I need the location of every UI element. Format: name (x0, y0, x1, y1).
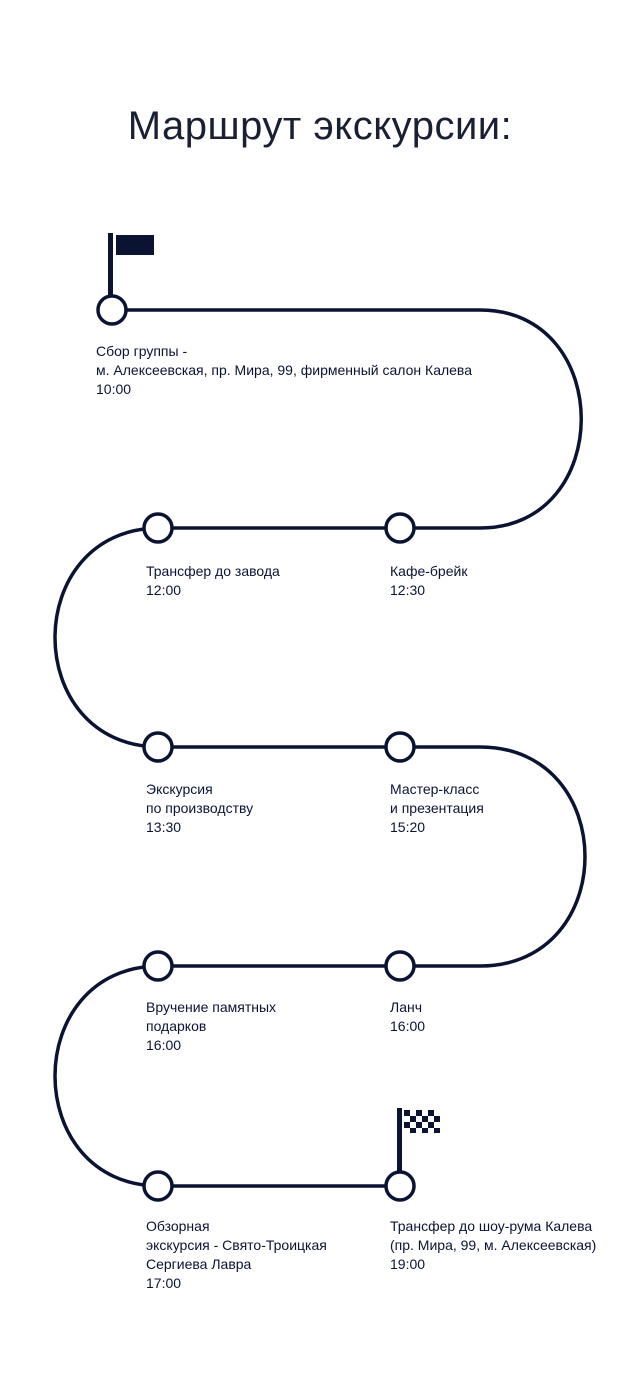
stop-label: Трансфер до завода 12:00 (146, 562, 280, 600)
stop-description: Обзорная (146, 1218, 210, 1234)
stop-time: 13:30 (146, 819, 182, 835)
stop-label: Экскурсия по производству 13:30 (146, 780, 253, 837)
checkered-flag-icon (397, 1108, 440, 1174)
stop-description: м. Алексеевская, пр. Мира, 99, фирменный… (96, 362, 472, 378)
stop-description: Трансфер до шоу-рума Калева (390, 1218, 593, 1234)
route-path (53, 308, 587, 1188)
stop-label: Мастер-класс и презентация 15:20 (390, 780, 484, 837)
route-node (384, 1170, 416, 1202)
route-node (384, 950, 416, 982)
route-node (142, 950, 174, 982)
stop-description: Трансфер до завода (146, 563, 280, 579)
stop-description: Кафе-брейк (390, 563, 468, 579)
stop-description: (пр. Мира, 99, м. Алексеевская) (390, 1237, 597, 1253)
stop-label: Ланч 16:00 (390, 998, 425, 1036)
stop-time: 16:00 (390, 1018, 426, 1034)
stop-description: экскурсия - Свято-Троицкая (146, 1237, 327, 1253)
stop-description: подарков (146, 1018, 207, 1034)
stop-description: Сбор группы - (96, 343, 188, 359)
stop-time: 15:20 (390, 819, 426, 835)
route-node (384, 512, 416, 544)
page-title: Маршрут экскурсии: (127, 104, 513, 148)
stop-description: Вручение памятных (146, 999, 277, 1015)
stop-description: Мастер-класс (390, 781, 480, 797)
route-node (96, 294, 128, 326)
flag-icon (108, 233, 154, 297)
stop-description: Экскурсия (146, 781, 213, 797)
route-node (142, 512, 174, 544)
route-node (142, 1170, 174, 1202)
stop-time: 16:00 (146, 1037, 182, 1053)
stop-description: Ланч (390, 999, 422, 1015)
stop-time: 17:00 (146, 1275, 182, 1291)
stop-description: по производству (146, 800, 254, 816)
stop-time: 12:00 (146, 582, 182, 598)
stop-description: Сергиева Лавра (146, 1256, 252, 1272)
stop-time: 19:00 (390, 1256, 426, 1272)
stop-time: 10:00 (96, 381, 132, 397)
stop-label: Вручение памятных подарков 16:00 (146, 998, 276, 1055)
stop-label: Кафе-брейк 12:30 (390, 562, 467, 600)
stop-label: Трансфер до шоу-рума Калева (пр. Мира, 99… (390, 1217, 596, 1274)
stop-label: Сбор группы - м. Алексеевская, пр. Мира, … (96, 342, 472, 399)
route-node (142, 731, 174, 763)
stop-description: и презентация (390, 800, 484, 816)
route-node (384, 731, 416, 763)
stop-time: 12:30 (390, 582, 426, 598)
